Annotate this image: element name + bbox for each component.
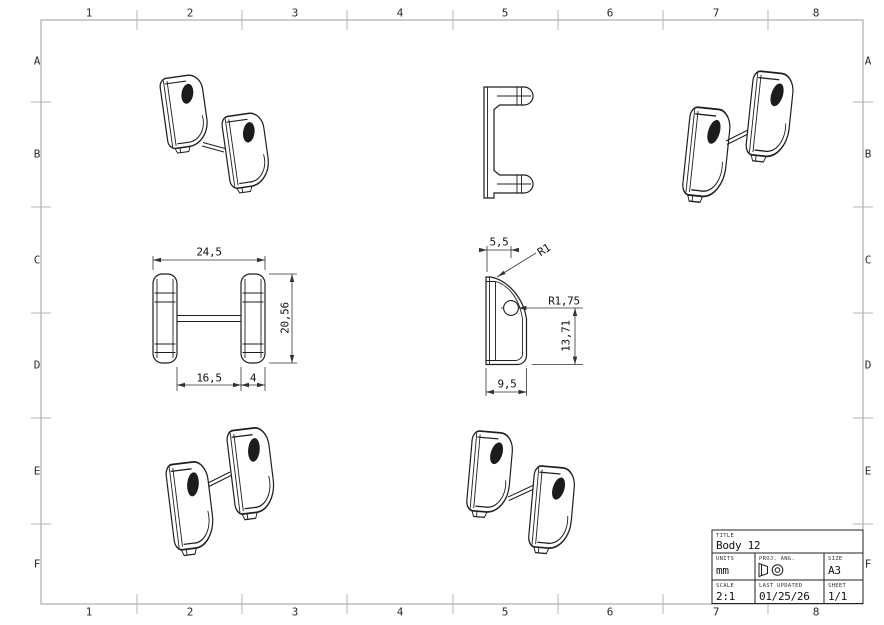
grid-col-label-bottom: 2 xyxy=(186,605,194,619)
last-updated-label: LAST UPDATED xyxy=(759,583,803,589)
isometric-view-top-right xyxy=(680,69,796,206)
grid-col-label-top: 3 xyxy=(291,6,299,20)
front-view-dimension-lines xyxy=(152,256,297,391)
grid-col-label-bottom: 3 xyxy=(291,605,299,619)
grid-col-label-top: 6 xyxy=(606,6,614,20)
last-updated-value: 01/25/26 xyxy=(759,590,810,603)
grid-col-label-top: 7 xyxy=(712,6,720,20)
grid-col-label-bottom: 1 xyxy=(85,605,93,619)
scale-value: 2:1 xyxy=(716,590,735,603)
grid-col-label-top: 5 xyxy=(501,6,509,20)
units-label: UNITS xyxy=(716,556,735,562)
grid-col-label-top: 2 xyxy=(186,6,194,20)
isometric-view-bottom-middle xyxy=(464,429,577,557)
third-angle-projection-icon xyxy=(758,562,784,578)
connecting-rod xyxy=(201,142,226,153)
iso-body xyxy=(220,110,274,195)
dim-hole-radius: R1,75 xyxy=(548,294,580,308)
iso-body xyxy=(743,69,796,166)
grid-row-label-right: C xyxy=(864,253,872,267)
isometric-view-top-left xyxy=(158,72,274,195)
isometric-view-bottom-left xyxy=(164,425,279,558)
grid-col-label-bottom: 5 xyxy=(501,605,509,619)
scale-label: SCALE xyxy=(716,583,735,589)
grid-row-label-right: A xyxy=(864,54,872,68)
grid-row-label-right: E xyxy=(864,464,872,478)
grid-row-label-left: D xyxy=(33,358,41,372)
dim-body-thickness: 4 xyxy=(249,371,257,385)
front-view-dimension-arrows xyxy=(153,257,295,388)
connecting-rod xyxy=(177,314,241,323)
grid-col-label-top: 1 xyxy=(85,6,93,20)
top-view xyxy=(483,86,534,199)
grid-col-label-bottom: 4 xyxy=(396,605,404,619)
dim-depth: 9,5 xyxy=(497,377,517,391)
grid-row-label-right: F xyxy=(864,557,872,571)
grid-row-label-left: F xyxy=(33,557,41,571)
grid-col-label-bottom: 8 xyxy=(812,605,820,619)
dim-hole-to-base: 13,71 xyxy=(559,320,573,352)
side-view-dimension-arrows xyxy=(479,247,578,395)
iso-body xyxy=(225,425,279,522)
connecting-rod xyxy=(205,471,232,488)
iso-body xyxy=(526,464,577,557)
grid-row-label-left: E xyxy=(33,464,41,478)
grid-col-label-top: 4 xyxy=(396,6,404,20)
grid-col-label-bottom: 7 xyxy=(712,605,720,619)
sheet-label: SHEET xyxy=(828,583,847,589)
grid-row-label-left: A xyxy=(33,54,41,68)
grid-row-label-right: D xyxy=(864,358,872,372)
front-view xyxy=(152,256,297,391)
title-value: Body 12 xyxy=(716,539,761,552)
size-label: SIZE xyxy=(828,556,843,562)
dim-inner-span: 16,5 xyxy=(196,371,222,385)
frame-ticks xyxy=(31,10,873,614)
proj-ang-label: PROJ. ANG. xyxy=(759,556,796,562)
grid-row-label-left: B xyxy=(33,147,41,161)
dim-height: 20,56 xyxy=(278,302,292,334)
iso-body xyxy=(464,429,515,521)
grid-row-label-right: B xyxy=(864,147,872,161)
grid-col-label-top: 8 xyxy=(812,6,820,20)
grid-col-label-bottom: 6 xyxy=(606,605,614,619)
dim-overall-width: 24,5 xyxy=(196,245,222,259)
iso-body xyxy=(164,459,218,558)
grid-row-label-left: C xyxy=(33,253,41,267)
sheet-value: 1/1 xyxy=(828,590,847,603)
iso-body xyxy=(680,105,733,206)
units-value: mm xyxy=(716,564,729,577)
dim-top-width: 5,5 xyxy=(489,235,509,249)
sheet-frame xyxy=(31,10,873,614)
title-label: TITLE xyxy=(716,533,735,539)
hole-circle xyxy=(503,300,519,316)
side-view xyxy=(479,246,583,396)
size-value: A3 xyxy=(828,564,841,577)
title-block-frame xyxy=(711,529,864,604)
